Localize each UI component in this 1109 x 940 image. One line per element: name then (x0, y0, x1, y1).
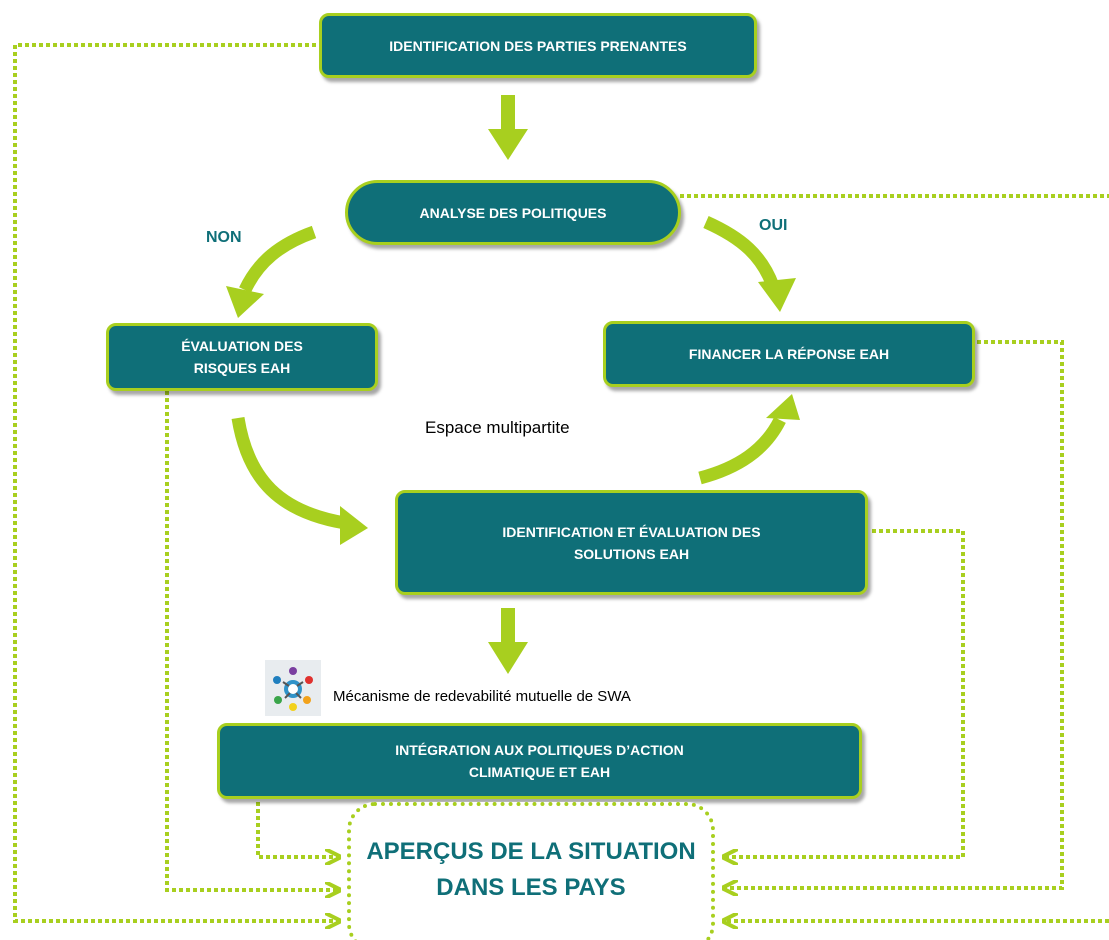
arrow-policy-to-financing (703, 216, 780, 289)
node-country-overview-text: APERÇUS DE LA SITUATION DANS LES PAYS (366, 838, 696, 901)
swa-logo-graphic (273, 667, 313, 711)
dotted-risk-loop (165, 384, 338, 890)
node-solutions: IDENTIFICATION ET ÉVALUATION DES SOLUTIO… (395, 490, 868, 595)
arrow-risk-to-solutions (231, 416, 347, 530)
arrow-policy-to-risk (239, 225, 317, 293)
arrow-solutions-to-financing (698, 416, 786, 485)
node-risk-assessment: ÉVALUATION DES RISQUES EAH (106, 323, 378, 391)
dotted-financing-loop (725, 340, 1064, 888)
node-integration-text: INTÉGRATION AUX POLITIQUES D’ACTION CLIM… (395, 742, 684, 780)
node-risk-assessment-text: ÉVALUATION DES RISQUES EAH (181, 338, 303, 376)
node-policy-analysis-text: ANALYSE DES POLITIQUES (419, 204, 607, 221)
label-yes: OUI (759, 217, 788, 234)
dotted-solutions-loop (725, 529, 965, 857)
node-stakeholders-text: IDENTIFICATION DES PARTIES PRENANTES (389, 37, 687, 54)
node-integration: INTÉGRATION AUX POLITIQUES D’ACTION CLIM… (217, 723, 862, 799)
node-country-overview: APERÇUS DE LA SITUATION DANS LES PAYS (347, 802, 715, 940)
arrow-stakeholders-to-policy (488, 95, 528, 160)
node-financing-text: FINANCER LA RÉPONSE EAH (688, 346, 890, 362)
mechanism-caption: Mécanisme de redevabilité mutuelle de SW… (333, 688, 631, 705)
node-solutions-text: IDENTIFICATION ET ÉVALUATION DES SOLUTIO… (502, 523, 761, 562)
dotted-integration-loop (256, 781, 338, 857)
node-financing: FINANCER LA RÉPONSE EAH (603, 321, 975, 387)
arrow-solutions-to-integration (488, 608, 528, 674)
node-stakeholders: IDENTIFICATION DES PARTIES PRENANTES (319, 13, 757, 78)
node-policy-analysis: ANALYSE DES POLITIQUES (345, 180, 681, 245)
multistakeholder-space-label: Espace multipartite (425, 418, 570, 437)
dotted-stakeholders-loop (13, 43, 338, 921)
swa-logo-icon (265, 660, 321, 716)
label-no: NON (206, 229, 242, 246)
dotted-policy-loop (680, 194, 1109, 921)
